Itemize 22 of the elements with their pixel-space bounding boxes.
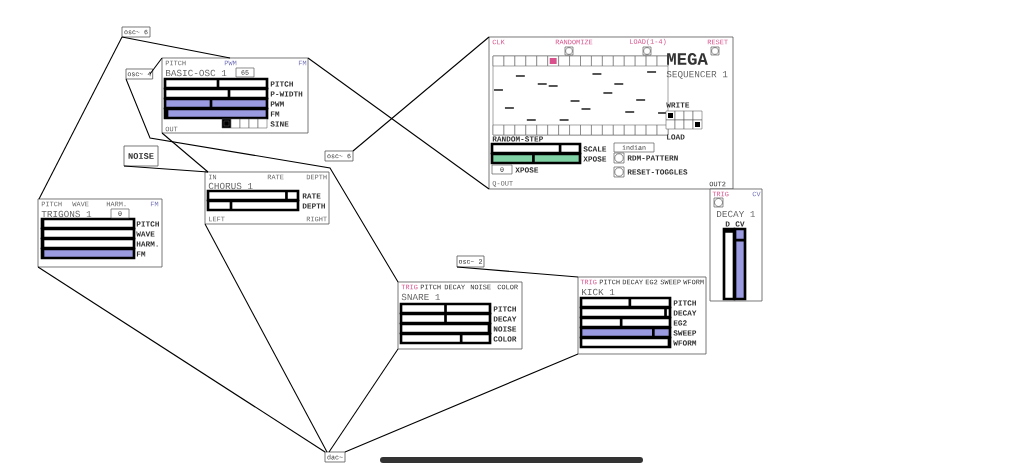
module-title: DECAY 1 [717,210,755,218]
patch-cord [456,266,579,278]
module-title: TRIGONS 1 [41,210,92,218]
module-title: KICK 1 [582,288,615,296]
patch-cord [121,36,231,59]
patch-cord [204,223,328,453]
patch-cord [149,57,163,75]
patch-cord [161,132,209,173]
patch-cord [38,36,123,200]
module-title: BASIC-OSC 1 [166,69,227,77]
object-box: NOISE [123,145,159,167]
patch-cord [37,266,326,453]
patch-cord [344,353,579,453]
module-title: CHORUS 1 [208,182,253,190]
patch-cord [123,165,209,173]
patch-cord [328,348,399,453]
module-title: SNARE 1 [401,293,440,301]
patch-cord [352,36,490,152]
patch-cord [125,78,399,283]
module-title: MEGA [667,53,708,65]
patch-cord [307,57,490,190]
module-title: SEQUENCER 1 [666,71,728,79]
